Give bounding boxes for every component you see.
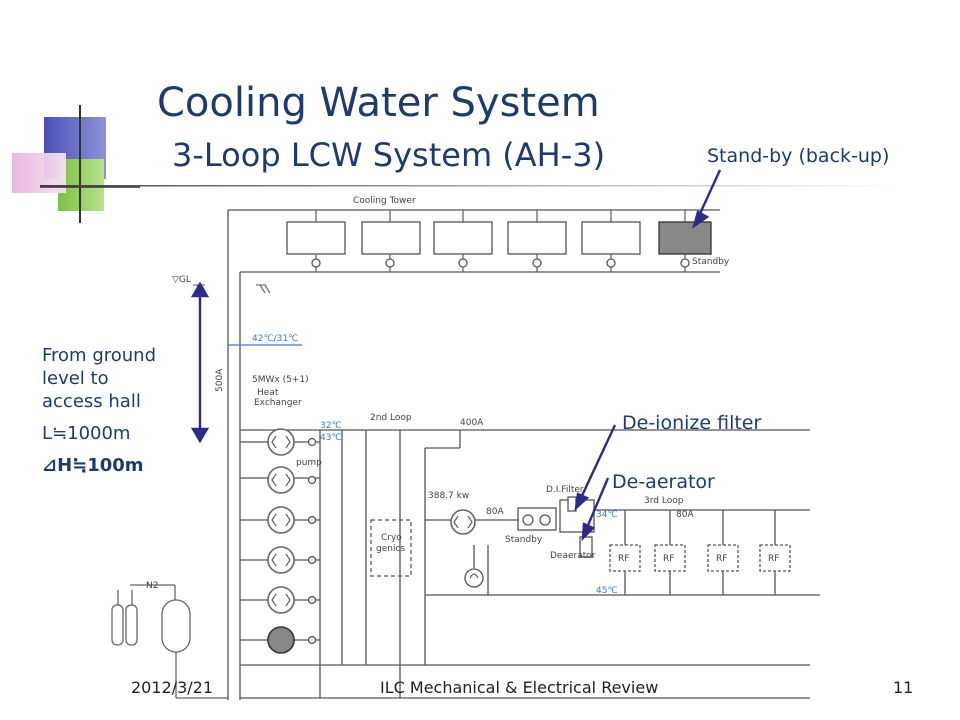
deionize-callout: De-ionize filter [622,412,762,434]
label-pipe-80a-left: 80A [486,507,504,517]
page-title: Cooling Water System [157,80,600,126]
label-pipe-80a-right: 80A [676,510,694,520]
cooling-tower-cells [286,210,712,272]
label-pipe-500a: 500A [215,368,225,392]
label-temp-45: 45℃ [596,586,618,596]
label-gl: ▽GL [172,275,191,285]
loop2-heat-exchanger [450,509,476,535]
title-rule [40,185,900,187]
depth-note-line2: level to [42,368,109,389]
footer-date: 2012/3/21 [131,678,214,697]
depth-note-line3: access hall [42,391,141,412]
label-pump: pump [296,458,322,468]
label-second-loop: 2nd Loop [370,413,412,423]
callout-arrows [190,169,722,542]
depth-note: From ground level to access hall L≒1000m… [42,344,192,477]
heat-exchanger-column [240,428,320,654]
label-cooling-tower: Cooling Tower [353,196,416,206]
standby-callout: Stand-by (back-up) [707,145,890,167]
label-rf-1: RF [618,554,629,564]
label-heat-exchanger-1: Heat [257,388,279,398]
label-temp-42-31: 42℃/31℃ [252,334,298,344]
label-temp-34: 34℃ [596,510,618,520]
label-rf-2: RF [663,554,674,564]
label-heat-exchanger-2: Exchanger [254,398,302,408]
depth-note-height: ⊿H≒100m [42,455,144,476]
label-standby-tower: Standby [692,257,730,267]
label-standby-pump: Standby [505,535,543,545]
label-pipe-400a: 400A [460,418,484,428]
n2-tanks [111,584,228,699]
cryogenics-box [370,519,412,577]
depth-note-length: L≒1000m [42,423,131,444]
label-n2: N2 [146,581,158,591]
label-third-loop: 3rd Loop [644,496,684,506]
footer-page-number: 11 [893,678,914,697]
label-power-5mw: 5MWx (5+1) [252,375,309,385]
label-temp-43: 43℃ [320,433,342,443]
depth-note-line1: From ground [42,345,157,366]
label-temp-32: 32℃ [320,421,342,431]
label-di-filter: D.I.Filter [546,485,584,495]
footer-title: ILC Mechanical & Electrical Review [380,678,659,697]
label-rf-4: RF [768,554,779,564]
page-subtitle: 3-Loop LCW System (AH-3) [172,136,606,174]
label-cryo-1: Cryo [381,533,402,543]
label-rf-3: RF [716,554,727,564]
deaerator-callout: De-aerator [612,471,715,493]
label-power-388: 388.7 kw [428,491,469,501]
label-cryo-2: genics [376,544,405,554]
label-deaerator: Deaerator [550,551,596,561]
